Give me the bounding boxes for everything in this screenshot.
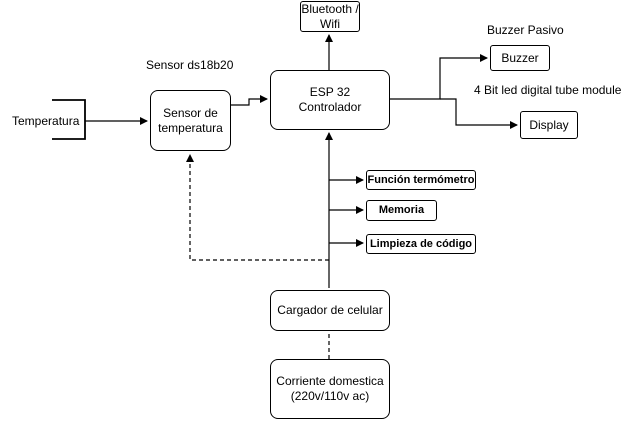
- funcion-termometro-node[interactable]: Función termómetro: [366, 170, 476, 190]
- buzzer-type-label: Buzzer Pasivo: [487, 23, 564, 37]
- sensor-node[interactable]: Sensor de temperatura: [150, 90, 231, 151]
- esp32-node[interactable]: ESP 32 Controlador: [270, 70, 390, 130]
- limpieza-node[interactable]: Limpieza de código: [366, 234, 476, 254]
- edge-power-sensor: [186, 154, 329, 261]
- edge-sensor-esp32: [231, 95, 268, 106]
- cargador-node[interactable]: Cargador de celular: [270, 290, 390, 331]
- bluetooth-node[interactable]: Bluetooth / Wifi: [300, 1, 360, 32]
- corriente-node[interactable]: Corriente domestica (220v/110v ac): [270, 359, 390, 419]
- probe-bracket: [52, 99, 86, 140]
- edge-esp32-display: [440, 98, 518, 129]
- display-node[interactable]: Display: [520, 111, 578, 139]
- buzzer-node[interactable]: Buzzer: [490, 45, 550, 71]
- memoria-node[interactable]: Memoria: [366, 200, 437, 221]
- display-module-label: 4 Bit led digital tube module: [474, 83, 622, 97]
- edge-esp32-buzzer: [390, 54, 488, 100]
- sensor-model-label: Sensor ds18b20: [146, 58, 234, 72]
- temperatura-label: Temperatura: [12, 114, 80, 128]
